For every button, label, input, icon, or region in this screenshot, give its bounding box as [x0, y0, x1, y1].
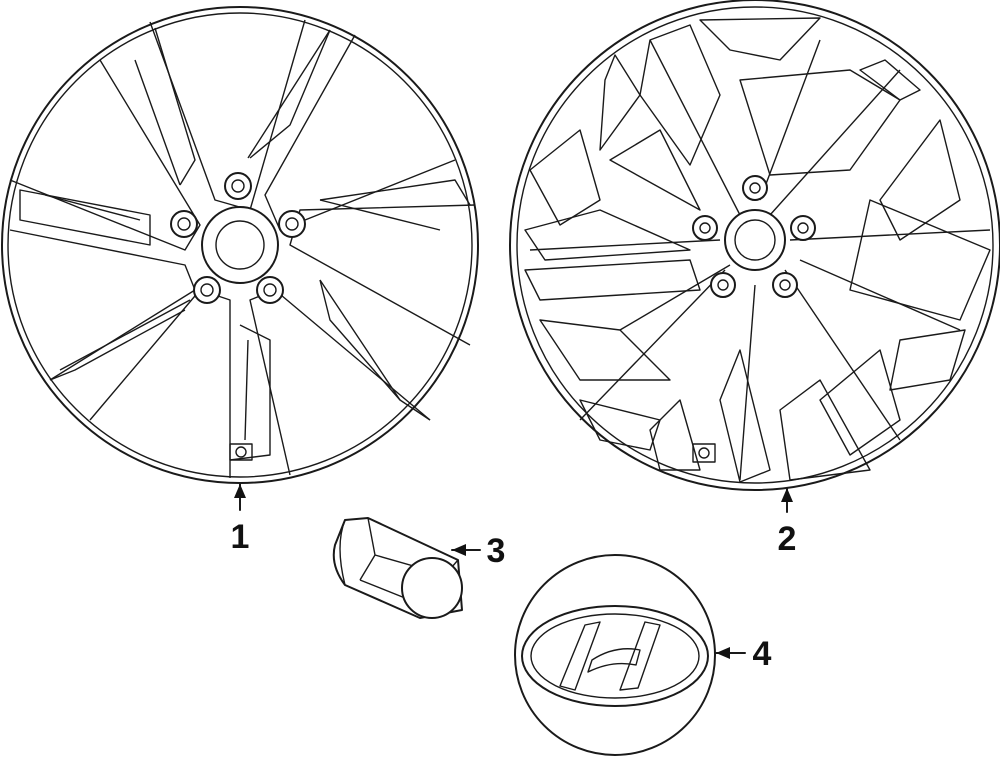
callout-3: 3 — [451, 532, 506, 570]
callout-label-2: 2 — [778, 520, 797, 558]
wheel-multi-spoke-icon — [509, 0, 1000, 491]
callout-1: 1 — [231, 483, 250, 556]
callout-2: 2 — [778, 487, 797, 558]
callout-4: 4 — [715, 635, 772, 673]
callout-label-1: 1 — [231, 518, 250, 556]
wheel-five-spoke-icon — [1, 6, 479, 484]
hub-cap-logo-icon — [514, 554, 716, 756]
callout-label-3: 3 — [487, 532, 506, 570]
callout-label-4: 4 — [753, 635, 772, 673]
lug-nut-icon — [332, 517, 463, 619]
